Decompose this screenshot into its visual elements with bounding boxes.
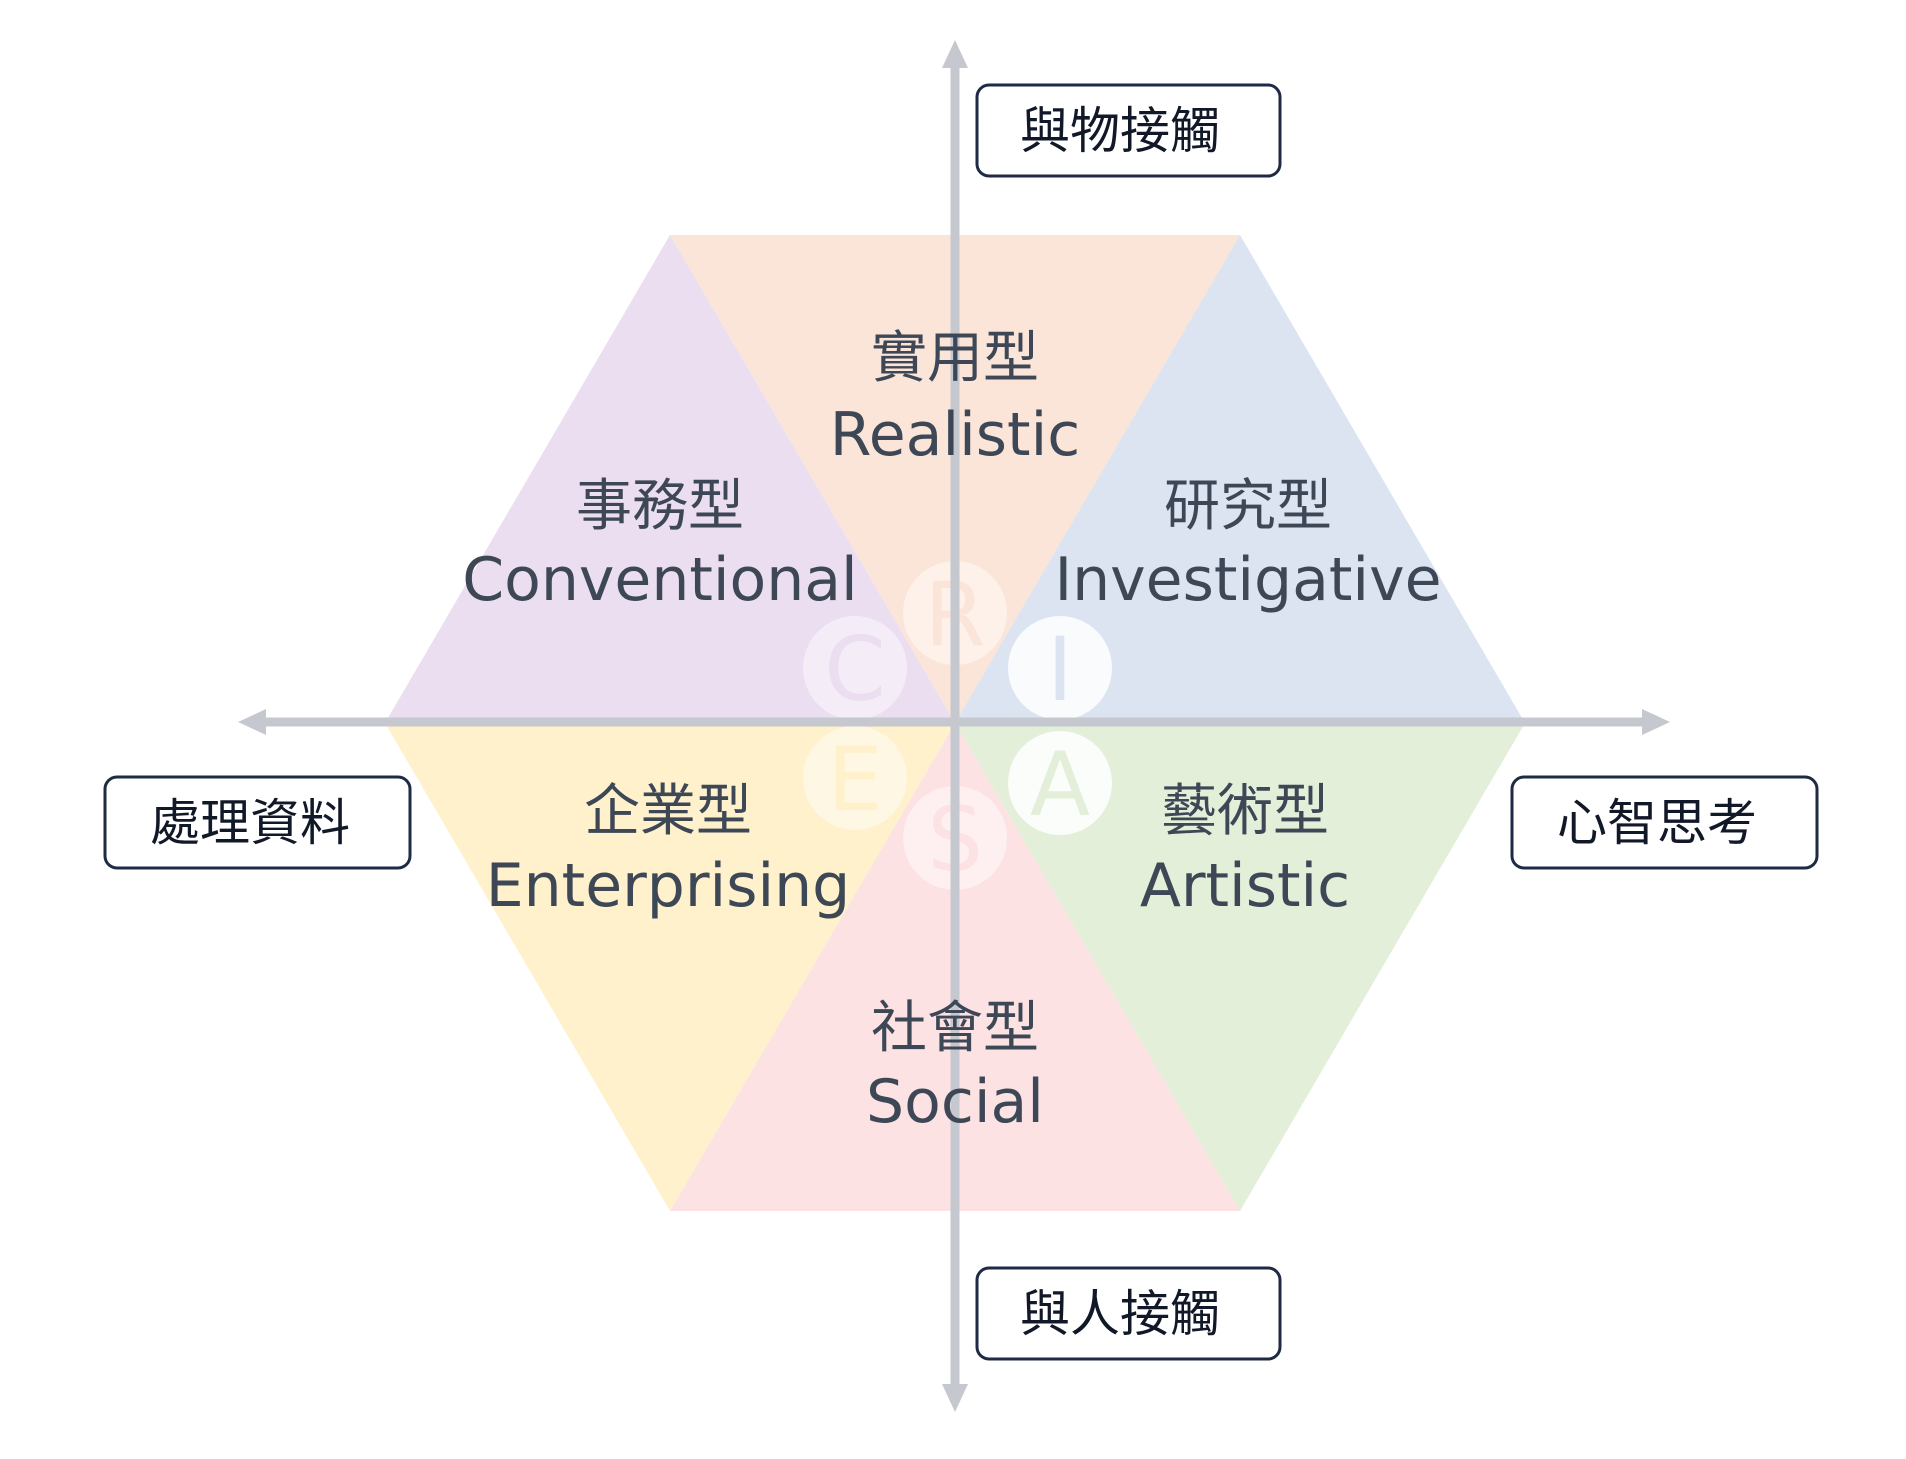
letter-circle-i: I: [1008, 616, 1112, 721]
investigative-triangle: [955, 235, 1525, 723]
artistic-en: Artistic: [1140, 851, 1350, 921]
horizontal-axis: [238, 709, 1670, 735]
axis-box-right: 心智思考: [1510, 775, 1819, 870]
enterprising-label: 企業型 Enterprising: [486, 779, 851, 921]
realistic-cn: 實用型: [871, 326, 1039, 391]
conventional-triangle: [385, 235, 955, 723]
letter-circle-c: C: [803, 616, 907, 721]
letter-e: E: [827, 728, 883, 831]
axis-box-top: 與物接觸: [975, 83, 1282, 178]
realistic-label: 實用型 Realistic: [830, 326, 1080, 470]
axis-left-label: 處理資料: [150, 794, 350, 852]
artistic-cn: 藝術型: [1161, 779, 1329, 844]
enterprising-triangle: [385, 723, 955, 1211]
enterprising-cn: 企業型: [584, 779, 752, 844]
realistic-en: Realistic: [830, 400, 1080, 470]
letter-circle-a: A: [1008, 731, 1112, 836]
conventional-label: 事務型 Conventional: [462, 474, 857, 615]
artistic-triangle: [955, 723, 1525, 1211]
axis-box-bottom: 與人接觸: [975, 1266, 1282, 1361]
axis-bottom-label: 與人接觸: [1020, 1285, 1220, 1343]
axis-top-label: 與物接觸: [1020, 102, 1220, 160]
letter-i: I: [1047, 618, 1073, 721]
investigative-cn: 研究型: [1164, 474, 1332, 539]
conventional-cn: 事務型: [576, 474, 744, 539]
letter-c: C: [824, 618, 885, 721]
letter-a: A: [1030, 733, 1090, 836]
axis-box-left: 處理資料: [103, 775, 412, 870]
axis-right-label: 心智思考: [1557, 794, 1757, 852]
letter-circle-e: E: [803, 726, 907, 831]
investigative-en: Investigative: [1054, 545, 1441, 615]
investigative-label: 研究型 Investigative: [1054, 474, 1441, 615]
social-cn: 社會型: [871, 996, 1039, 1061]
artistic-label: 藝術型 Artistic: [1140, 779, 1350, 921]
social-label: 社會型 Social: [866, 996, 1044, 1137]
conventional-en: Conventional: [462, 545, 857, 615]
social-en: Social: [866, 1067, 1044, 1137]
enterprising-en: Enterprising: [486, 851, 851, 921]
